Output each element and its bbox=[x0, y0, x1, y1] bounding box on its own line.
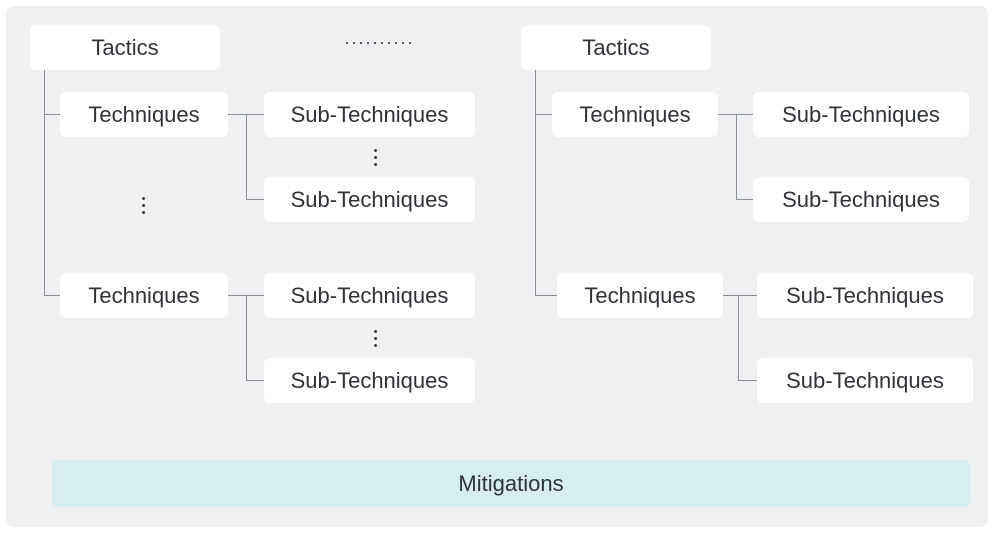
tactics-horizontal-ellipsis: ·········· bbox=[344, 32, 414, 52]
left-subtech-1b-box: Sub-Techniques bbox=[264, 177, 475, 222]
left-subtech-1-vertical-ellipsis bbox=[373, 149, 377, 166]
right-subtech-1a-box: Sub-Techniques bbox=[753, 92, 969, 137]
left-techniques-vertical-ellipsis bbox=[141, 197, 145, 214]
left-subtech-1a-box: Sub-Techniques bbox=[264, 92, 475, 137]
left-technique-1-branch bbox=[246, 114, 247, 200]
left-subtech-2b-box: Sub-Techniques bbox=[264, 358, 475, 403]
left-technique-2-box: Techniques bbox=[60, 273, 228, 318]
left-tactic-to-technique-1-connector bbox=[44, 114, 60, 115]
left-tactic-to-technique-2-connector bbox=[44, 295, 60, 296]
left-tactics-box: Tactics bbox=[30, 25, 220, 70]
left-tactics-trunk bbox=[44, 70, 45, 295]
left-technique-1-subtech-b-connector bbox=[246, 199, 264, 200]
left-technique-1-box: Techniques bbox=[60, 92, 228, 137]
right-tactic-to-technique-1-connector bbox=[535, 114, 552, 115]
diagram-panel bbox=[6, 6, 988, 527]
right-technique-2-box: Techniques bbox=[557, 273, 723, 318]
right-technique-1-subtech-b-connector bbox=[736, 199, 753, 200]
right-technique-2-branch bbox=[738, 295, 739, 381]
right-technique-1-to-subtech-connector bbox=[718, 114, 753, 115]
left-technique-2-subtech-b-connector bbox=[246, 380, 264, 381]
left-technique-2-branch bbox=[246, 295, 247, 381]
right-subtech-2b-box: Sub-Techniques bbox=[757, 358, 973, 403]
mitigations-bar: Mitigations bbox=[52, 460, 970, 507]
right-subtech-2a-box: Sub-Techniques bbox=[757, 273, 973, 318]
right-technique-2-to-subtech-connector bbox=[723, 295, 757, 296]
right-technique-1-box: Techniques bbox=[552, 92, 718, 137]
right-subtech-1b-box: Sub-Techniques bbox=[753, 177, 969, 222]
left-subtech-2-vertical-ellipsis bbox=[373, 330, 377, 347]
right-tactics-box: Tactics bbox=[521, 25, 711, 70]
right-technique-2-subtech-b-connector bbox=[738, 380, 757, 381]
right-technique-1-branch bbox=[736, 114, 737, 200]
left-subtech-2a-box: Sub-Techniques bbox=[264, 273, 475, 318]
right-tactics-trunk bbox=[535, 70, 536, 295]
right-tactic-to-technique-2-connector bbox=[535, 295, 557, 296]
